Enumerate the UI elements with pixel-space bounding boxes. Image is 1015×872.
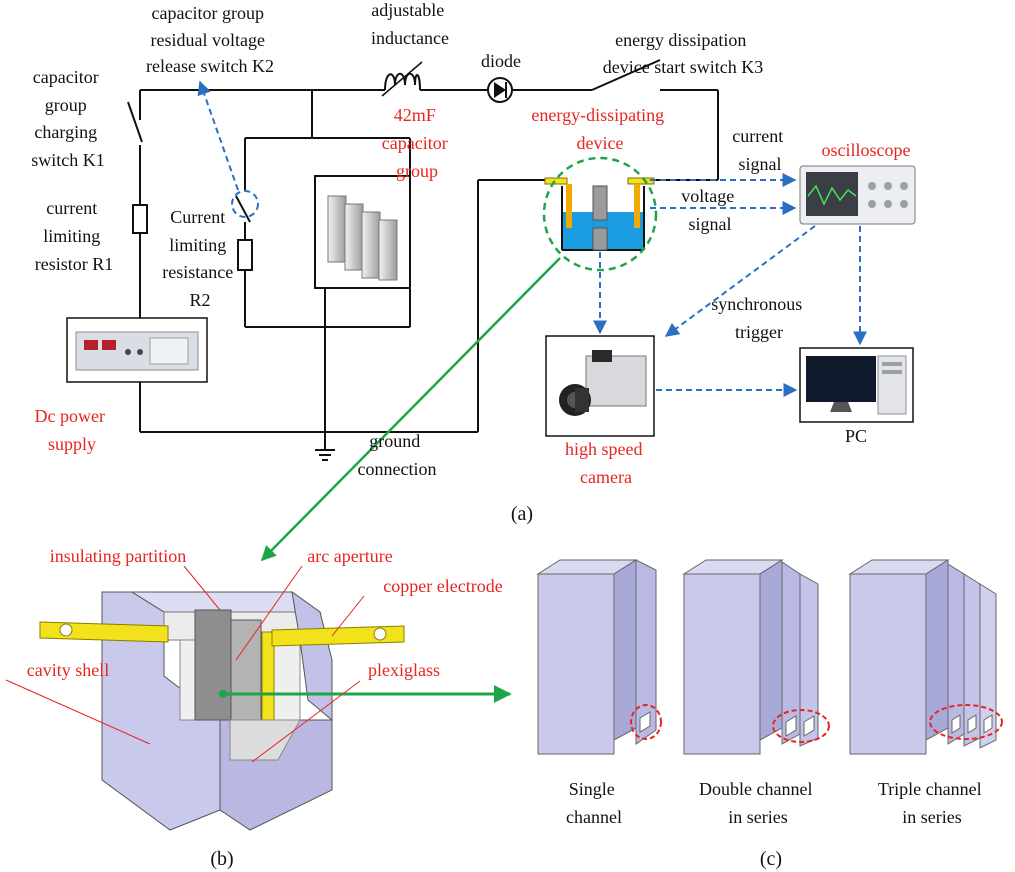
capacitor-group-icon: [327, 195, 398, 281]
high-speed-camera-icon: [545, 335, 655, 437]
label-oscilloscope: oscilloscope: [822, 140, 911, 160]
label-current-signal: current signal: [732, 126, 787, 174]
label-capacitor-group: 42mF capacitor group: [382, 105, 452, 181]
label-cavity-shell: cavity shell: [27, 660, 109, 680]
label-ground: ground connection: [358, 431, 437, 479]
switch-k1-blade: [127, 101, 143, 143]
label-charging-switch: capacitor group charging switch K1: [31, 67, 105, 170]
label-pc: PC: [845, 426, 867, 446]
resistor-r1: [132, 204, 148, 234]
label-copper-electrode: copper electrode: [383, 576, 502, 596]
caption-c: (c): [760, 848, 782, 870]
caption-b: (b): [210, 848, 233, 870]
zoom-link-arrow: [260, 257, 561, 562]
label-double-channel: Double channel in series: [699, 779, 817, 827]
label-arc-aperture: arc aperture: [307, 546, 392, 566]
label-camera: high speed camera: [565, 439, 647, 487]
label-insulating-partition: insulating partition: [50, 546, 187, 566]
label-start-switch: energy dissipation device start switch K…: [603, 30, 763, 77]
caption-a: (a): [511, 503, 533, 525]
label-limiting-resistor: current limiting resistor R1: [35, 198, 114, 274]
label-triple-channel: Triple channel in series: [878, 779, 986, 827]
label-limiting-resistance: Current limiting resistance R2: [162, 207, 237, 310]
dc-power-supply-icon: [66, 317, 208, 383]
label-plexiglass: plexiglass: [368, 660, 440, 680]
switch-k2-blade: [235, 195, 251, 223]
panel-b-device: insulating partition arc aperture copper…: [5, 546, 512, 870]
pc-icon: [799, 347, 914, 423]
panel-a-circuit: capacitor group charging switch K1 curre…: [31, 0, 916, 562]
energy-dissipating-device-icon: [542, 156, 658, 272]
inductor-icon: [384, 72, 421, 91]
label-diode: diode: [481, 51, 521, 71]
label-voltage-signal: voltage signal: [681, 186, 738, 234]
copper-electrode-right: [271, 625, 405, 647]
label-release-switch: capacitor group residual voltage release…: [146, 3, 274, 76]
label-power-supply: Dc power supply: [35, 406, 110, 454]
double-channel-shape: [682, 559, 830, 755]
single-channel-shape: [536, 559, 662, 755]
copper-electrode-left: [39, 621, 169, 643]
resistor-r2: [237, 239, 253, 271]
diode-icon: [487, 77, 513, 103]
oscilloscope-icon: [799, 165, 916, 225]
label-single-channel: Single channel: [566, 779, 622, 827]
insulating-partition-shape: [194, 609, 232, 721]
label-inductance: adjustable inductance: [371, 0, 449, 48]
panel-c-channels: Single channel Double channel in series …: [536, 559, 1003, 870]
triple-channel-shape: [848, 559, 1003, 755]
label-dissipating-device: energy-dissipating device: [531, 105, 668, 153]
switch-k3-blade: [591, 59, 661, 91]
label-sync-trigger: synchronous trigger: [711, 294, 807, 342]
